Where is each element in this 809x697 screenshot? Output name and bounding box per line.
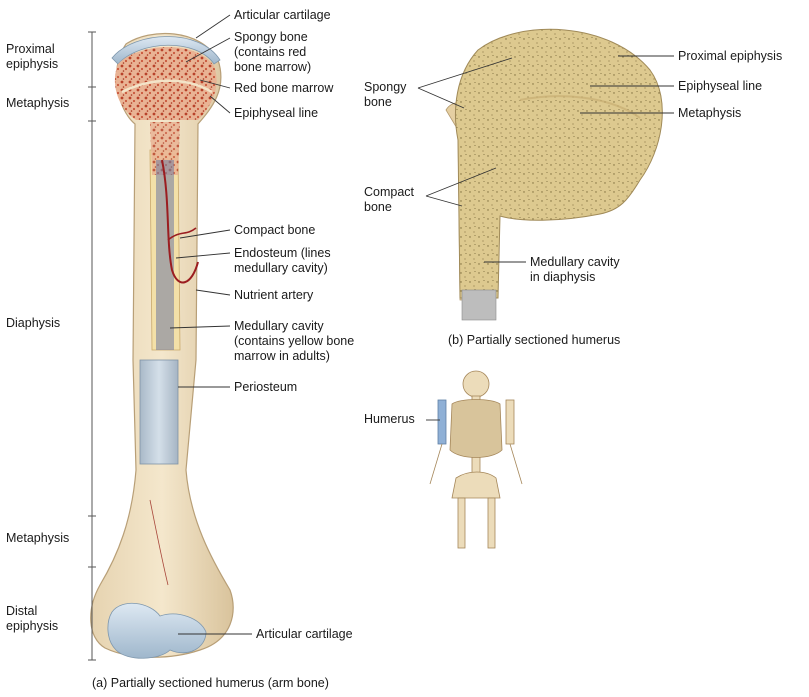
articular-cartilage-top-shape: [111, 36, 221, 65]
label-metaphysis-bottom: Metaphysis: [6, 531, 70, 545]
articular-cartilage-bottom-shape: [107, 603, 207, 659]
caption-b: (b) Partially sectioned humerus: [448, 333, 621, 347]
label-articular-cartilage-bottom: Articular cartilage: [256, 627, 353, 641]
leader-lines-b: [417, 55, 674, 263]
label-b-medullary-cavity: Medullary cavity in diaphysis: [530, 255, 620, 284]
humerus-highlight: [437, 399, 447, 445]
skull: [462, 370, 490, 398]
skeleton-figure: [429, 370, 523, 549]
label-b-epiphyseal-line: Epiphyseal line: [678, 79, 763, 93]
cut-cavity-shadow: [156, 160, 174, 350]
pelvis: [451, 471, 501, 499]
humerus-right: [505, 399, 515, 445]
label-b-proximal-epiphysis: Proximal epiphysis: [678, 49, 783, 63]
label-metaphysis-top: Metaphysis: [6, 96, 70, 110]
label-compact-bone: Compact bone: [234, 223, 316, 237]
region-bracket: [88, 31, 96, 661]
label-proximal-epiphysis: Proximal epiphysis: [6, 42, 59, 71]
nutrient-artery-shape: [161, 159, 199, 284]
label-diaphysis: Diaphysis: [6, 316, 61, 330]
label-b-spongy-bone: Spongy bone: [364, 80, 407, 109]
femur-right: [487, 497, 496, 549]
leader-lines-a: [169, 14, 252, 635]
label-endosteum: Endosteum (lines medullary cavity): [234, 246, 331, 275]
label-periosteum: Periosteum: [234, 380, 298, 394]
caption-a: (a) Partially sectioned humerus (arm bon…: [92, 676, 329, 690]
humerus-b-drawing: [445, 28, 663, 321]
epiphyseal-line-b: [519, 95, 641, 119]
humerus-a-drawing: [90, 33, 234, 659]
label-distal-epiphysis: Distal epiphysis: [6, 604, 59, 633]
forearm-left: [429, 443, 443, 485]
label-articular-cartilage-top: Articular cartilage: [234, 8, 331, 22]
ribcage: [449, 399, 503, 458]
label-spongy-bone: Spongy bone (contains red bone marrow): [234, 30, 312, 74]
label-nutrient-artery: Nutrient artery: [234, 288, 314, 302]
label-medullary-cavity: Medullary cavity (contains yellow bone m…: [234, 319, 355, 363]
forearm-right: [509, 443, 523, 485]
epiphyseal-line-shape: [121, 79, 213, 94]
humerus-b-cut-end: [461, 289, 497, 321]
nutrient-artery-branch: [167, 227, 197, 241]
label-b-compact-bone: Compact bone: [364, 185, 415, 214]
label-b-metaphysis: Metaphysis: [678, 106, 742, 120]
humerus-b-body: [455, 28, 663, 299]
periosteum-shape: [139, 359, 179, 465]
label-red-bone-marrow: Red bone marrow: [234, 81, 334, 95]
femur-left: [457, 497, 466, 549]
distal-vessel: [149, 499, 169, 586]
spongy-bone-head: [114, 47, 217, 120]
label-epiphyseal-line: Epiphyseal line: [234, 106, 319, 120]
label-humerus: Humerus: [364, 412, 415, 426]
